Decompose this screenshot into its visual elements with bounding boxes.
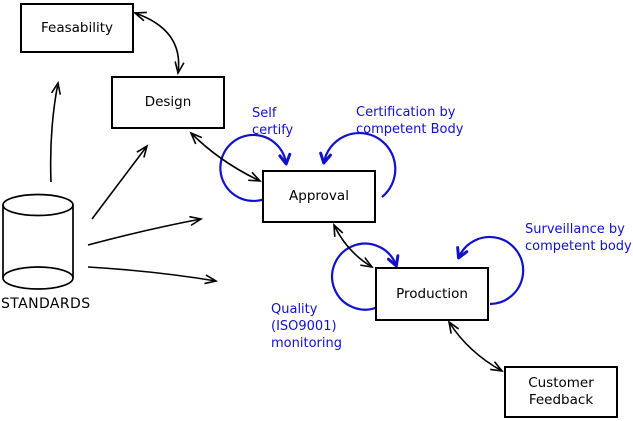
standards-cylinder [2, 193, 74, 290]
node-feasability-label: Feasability [40, 19, 113, 36]
arrow-standards-feasability [49, 83, 58, 183]
node-design-label: Design [144, 94, 192, 110]
arrow-standards-design [91, 146, 147, 220]
node-approval-label: Approval [289, 188, 349, 204]
arrow-standards-production [87, 266, 216, 281]
arrow-approval-production [334, 225, 372, 267]
arrow-production-customer-feedback [449, 322, 502, 371]
annotation-self-certify: Self certify [252, 106, 294, 138]
annotation-surveillance: Surveillance by competent body [525, 222, 632, 254]
cylinder-top-ellipse [2, 193, 74, 217]
node-production-label: Production [396, 285, 468, 302]
arrow-design-approval [191, 133, 260, 181]
node-customer-feedback: Customer Feedback [504, 366, 618, 418]
node-feasability: Feasability [20, 3, 134, 53]
cylinder-bottom-ellipse [2, 266, 74, 290]
arrow-standards-approval [87, 219, 201, 246]
loop-surveillance [456, 235, 525, 306]
arrow-feasability-design [135, 13, 179, 73]
annotation-quality: Quality (ISO9001) monitoring [271, 302, 342, 351]
node-production: Production [375, 267, 489, 321]
annotation-certification: Certification by competent Body [356, 105, 464, 137]
node-customer-feedback-label: Customer Feedback [528, 375, 594, 408]
node-approval: Approval [262, 170, 376, 223]
loop-certification [319, 131, 397, 198]
node-design: Design [111, 76, 225, 129]
standards-label: STANDARDS [1, 296, 91, 312]
